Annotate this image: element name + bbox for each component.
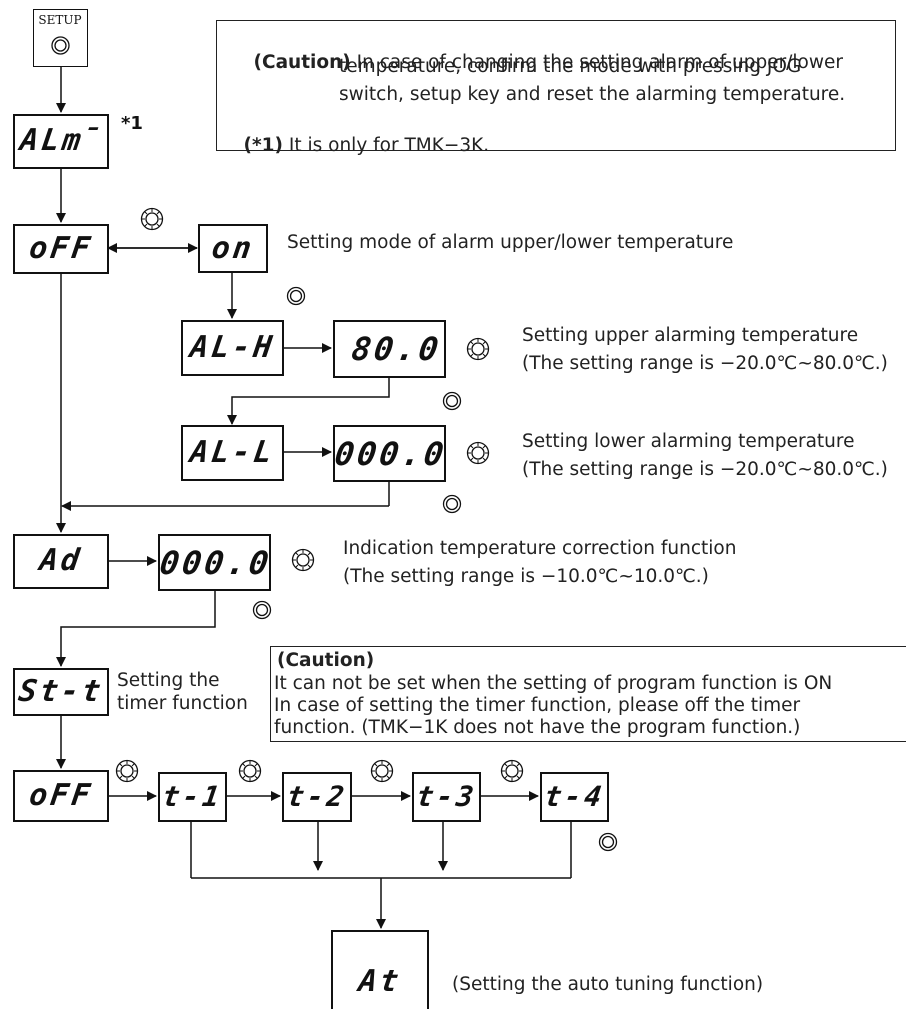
- display-at: At: [331, 930, 429, 1009]
- jog-dial-icon: [291, 548, 315, 576]
- display-text: oFF: [26, 778, 96, 813]
- upper-alarm-range: (The setting range is −20.0℃~80.0℃.): [522, 353, 888, 374]
- footnote-mark: *1: [121, 113, 143, 134]
- jog-dial-icon: [140, 207, 164, 235]
- display-text: 80.0: [349, 330, 444, 368]
- display-t2: t-2: [282, 772, 352, 822]
- caution-line: temperature, confirm the mode with press…: [339, 56, 802, 77]
- display-al-l: AL-L: [181, 425, 284, 481]
- display-text: t-3: [414, 780, 479, 813]
- upper-alarm-title: Setting upper alarming temperature: [522, 325, 859, 346]
- display-text: AL-L: [187, 435, 278, 470]
- display-al-l-value: 000.0: [332, 425, 449, 482]
- caution-box-top: (Caution) In case of changing the settin…: [216, 20, 896, 156]
- display-t1: t-1: [158, 772, 227, 822]
- jog-dial-icon: [500, 759, 524, 787]
- display-t4: t-4: [540, 772, 609, 822]
- setup-key[interactable]: SETUP: [33, 9, 88, 67]
- display-text: oFF: [26, 231, 96, 266]
- timer-description-1: Setting the: [117, 670, 220, 691]
- display-off-alarm: oFF: [13, 224, 109, 274]
- display-off-timer: oFF: [13, 770, 109, 822]
- alarm-mode-description: Setting mode of alarm upper/lower temper…: [287, 232, 734, 253]
- caution-box-mid: (Caution) It can not be set when the set…: [270, 646, 906, 742]
- caution-line: In case of changing the setting alarm of…: [350, 52, 843, 73]
- push-button-icon: [286, 286, 306, 310]
- display-alm: ALm̄: [13, 114, 109, 169]
- display-text: t-4: [542, 780, 607, 813]
- caution-line: In case of setting the timer function, p…: [274, 695, 801, 716]
- push-button-icon: [252, 600, 272, 624]
- ad-range: (The setting range is −10.0℃~10.0℃.): [343, 566, 709, 587]
- caution-title: (Caution): [277, 650, 375, 671]
- display-ad-value: 000.0: [157, 534, 274, 591]
- display-st-t: St-t: [13, 668, 109, 716]
- display-text: At: [356, 964, 404, 999]
- display-text: Ad: [37, 543, 85, 578]
- display-text: ALm̄: [17, 123, 105, 158]
- lower-alarm-range: (The setting range is −20.0℃~80.0℃.): [522, 459, 888, 480]
- lower-alarm-title: Setting lower alarming temperature: [522, 431, 855, 452]
- push-button-icon: [442, 494, 462, 518]
- push-button-icon: [442, 391, 462, 415]
- setup-key-label: SETUP: [38, 13, 82, 27]
- display-t3: t-3: [412, 772, 481, 822]
- jog-dial-icon: [466, 337, 490, 365]
- jog-dial-icon: [115, 759, 139, 787]
- display-text: t-2: [284, 780, 350, 813]
- jog-dial-icon: [370, 759, 394, 787]
- display-al-h-value: 80.0: [333, 320, 446, 378]
- display-text: 000.0: [157, 544, 274, 582]
- caution-line: It can not be set when the setting of pr…: [274, 673, 833, 694]
- display-text: 000.0: [332, 435, 449, 473]
- timer-description-2: timer function: [117, 693, 248, 714]
- display-text: AL-H: [187, 330, 278, 365]
- note-mark: (*1): [243, 135, 283, 156]
- push-button-icon: [598, 832, 618, 856]
- setup-key-icon: [51, 36, 70, 59]
- display-on: on: [198, 224, 268, 273]
- display-text: t-1: [160, 780, 225, 813]
- jog-dial-icon: [238, 759, 262, 787]
- display-ad: Ad: [13, 534, 109, 589]
- note-text: It is only for TMK−3K.: [283, 135, 490, 156]
- display-text: on: [209, 231, 257, 266]
- caution-line: function. (TMK−1K does not have the prog…: [274, 717, 801, 738]
- jog-dial-icon: [466, 441, 490, 469]
- ad-title: Indication temperature correction functi…: [343, 538, 737, 559]
- auto-tuning-description: (Setting the auto tuning function): [452, 974, 764, 995]
- caution-line: switch, setup key and reset the alarming…: [339, 84, 846, 105]
- display-al-h: AL-H: [181, 320, 284, 376]
- display-text: St-t: [16, 674, 106, 709]
- caution-title: (Caution): [253, 52, 351, 73]
